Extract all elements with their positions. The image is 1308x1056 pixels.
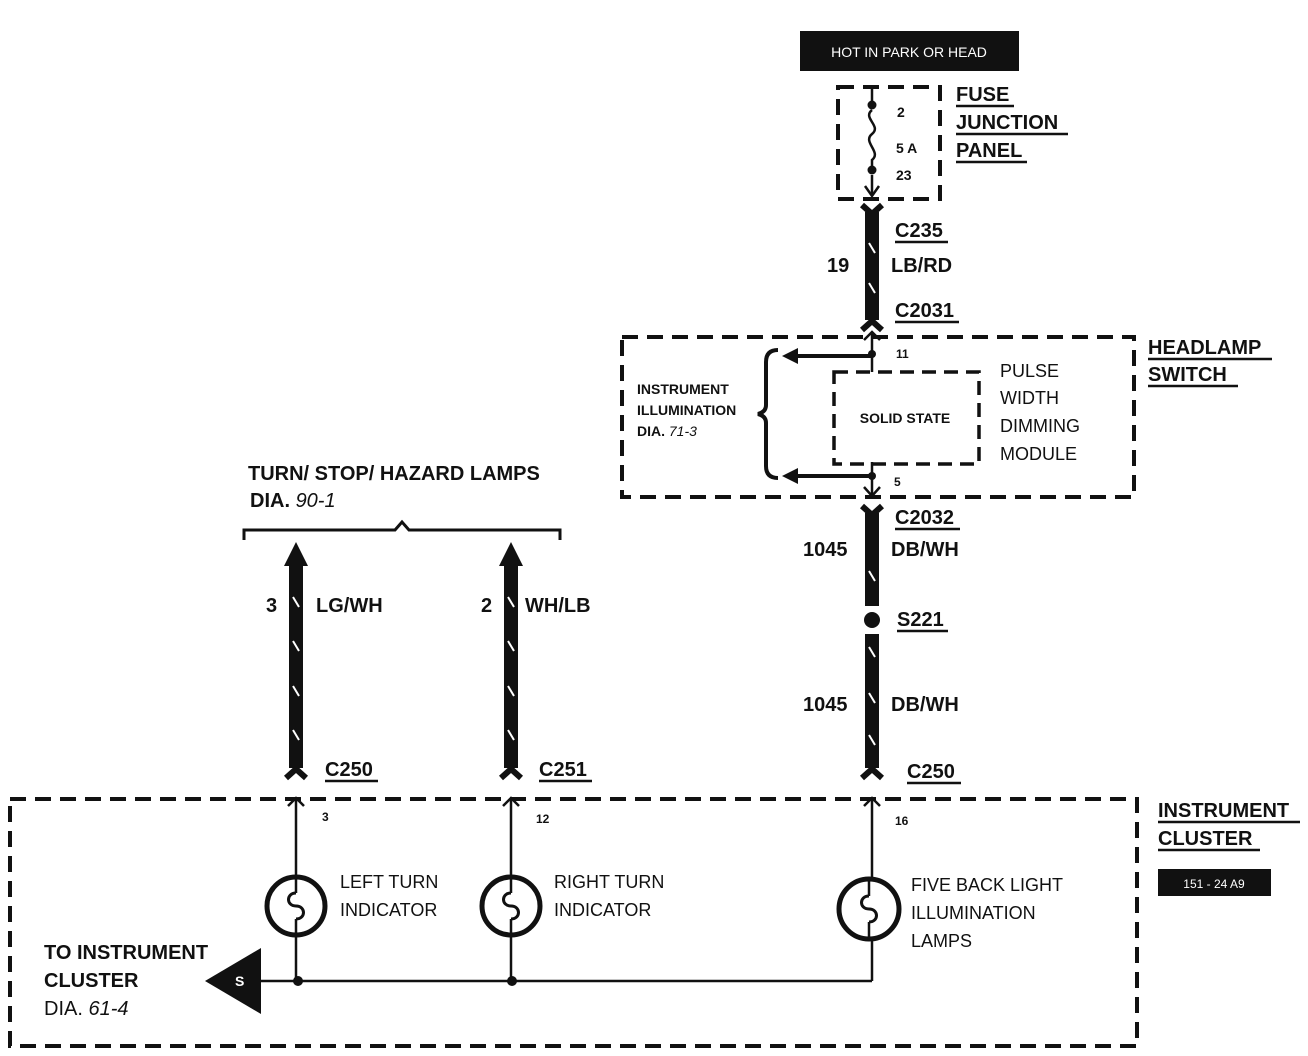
dimming-module-3: DIMMING bbox=[1000, 416, 1080, 436]
solid-state-label: SOLID STATE bbox=[860, 410, 950, 426]
right-turn-label-2: INDICATOR bbox=[554, 900, 651, 920]
left-turn-label-2: INDICATOR bbox=[340, 900, 437, 920]
fuse-symbol bbox=[863, 87, 881, 199]
backlight-label-2: ILLUMINATION bbox=[911, 903, 1036, 923]
fuse-panel-title-3: PANEL bbox=[956, 140, 1022, 162]
cluster-pin-3: 3 bbox=[322, 810, 329, 824]
turn-lamps-dia: DIA. 90-1 bbox=[250, 490, 336, 512]
hot-label-box bbox=[800, 31, 1019, 71]
diagram-id-badge bbox=[1158, 869, 1271, 896]
switch-pin-out: 5 bbox=[894, 475, 901, 489]
illumination-ref-3: DIA. 71-3 bbox=[637, 423, 697, 439]
illumination-ref-1: INSTRUMENT bbox=[637, 381, 729, 397]
to-cluster-dia: DIA. 61-4 bbox=[44, 998, 129, 1020]
wire-1045-color-upper: DB/WH bbox=[891, 539, 959, 561]
to-cluster-label-1: TO INSTRUMENT bbox=[44, 942, 208, 964]
wire-19-color: LB/RD bbox=[891, 255, 952, 277]
shield-symbol: S bbox=[235, 973, 244, 989]
right-turn-lamp-icon bbox=[479, 874, 543, 938]
left-turn-lamp-icon bbox=[264, 874, 328, 938]
fuse-rating: 5 A bbox=[896, 140, 917, 156]
headlamp-switch-title-1: HEADLAMP bbox=[1148, 337, 1261, 359]
cluster-pin-16: 16 bbox=[895, 814, 909, 828]
dimming-module-2: WIDTH bbox=[1000, 388, 1059, 408]
connector-c2032: C2032 bbox=[895, 507, 954, 529]
backlight-lamp-icon bbox=[836, 876, 902, 942]
fuse-panel-title-2: JUNCTION bbox=[956, 112, 1058, 134]
dimming-module-1: PULSE bbox=[1000, 361, 1059, 381]
cluster-internal-wiring bbox=[258, 796, 881, 986]
cluster-title-1: INSTRUMENT bbox=[1158, 800, 1289, 822]
left-turn-label-1: LEFT TURN bbox=[340, 872, 438, 892]
headlamp-switch-title-2: SWITCH bbox=[1148, 364, 1227, 386]
wire-3-circuit: 3 bbox=[266, 595, 277, 617]
illumination-ref-2: ILLUMINATION bbox=[637, 402, 736, 418]
dimming-module-4: MODULE bbox=[1000, 444, 1077, 464]
connector-c250-right: C250 bbox=[907, 761, 955, 783]
right-turn-label-1: RIGHT TURN bbox=[554, 872, 664, 892]
splice-s221 bbox=[864, 612, 880, 628]
wire-19 bbox=[859, 202, 885, 333]
connector-c251: C251 bbox=[539, 759, 587, 781]
diagram-id-text: 151 - 24 A9 bbox=[1183, 877, 1245, 891]
wire-1045-circuit-upper: 1045 bbox=[803, 539, 848, 561]
instrument-cluster-box bbox=[8, 797, 1139, 1048]
fuse-panel-title-1: FUSE bbox=[956, 84, 1009, 106]
turn-lamps-brace bbox=[242, 519, 562, 540]
wire-2-circuit: 2 bbox=[481, 595, 492, 617]
backlight-label-3: LAMPS bbox=[911, 931, 972, 951]
hot-label: HOT IN PARK OR HEAD bbox=[831, 44, 987, 60]
fuse-pin-out: 23 bbox=[896, 167, 912, 183]
splice-label: S221 bbox=[897, 609, 944, 631]
connector-c250-left: C250 bbox=[325, 759, 373, 781]
wire-2 bbox=[498, 542, 524, 781]
wire-1045-color-lower: DB/WH bbox=[891, 694, 959, 716]
fuse-panel-box bbox=[836, 85, 942, 201]
wire-2-color: WH/LB bbox=[525, 595, 591, 617]
wire-19-circuit: 19 bbox=[827, 255, 849, 277]
switch-pin-in: 11 bbox=[896, 347, 909, 361]
backlight-label-1: FIVE BACK LIGHT bbox=[911, 875, 1063, 895]
wire-3 bbox=[283, 542, 309, 781]
cluster-title-2: CLUSTER bbox=[1158, 828, 1253, 850]
cluster-pin-12: 12 bbox=[536, 812, 550, 826]
wire-1045 bbox=[859, 503, 885, 781]
headlamp-switch-internal bbox=[757, 330, 881, 498]
to-cluster-label-2: CLUSTER bbox=[44, 970, 139, 992]
wire-3-color: LG/WH bbox=[316, 595, 383, 617]
shield-arrow-icon bbox=[205, 948, 261, 1014]
connector-c2031: C2031 bbox=[895, 300, 954, 322]
connector-c235: C235 bbox=[895, 220, 943, 242]
wire-1045-circuit-lower: 1045 bbox=[803, 694, 848, 716]
turn-lamps-title: TURN/ STOP/ HAZARD LAMPS bbox=[248, 463, 540, 485]
fuse-pin-in: 2 bbox=[897, 104, 905, 120]
solid-state-box bbox=[832, 370, 981, 466]
